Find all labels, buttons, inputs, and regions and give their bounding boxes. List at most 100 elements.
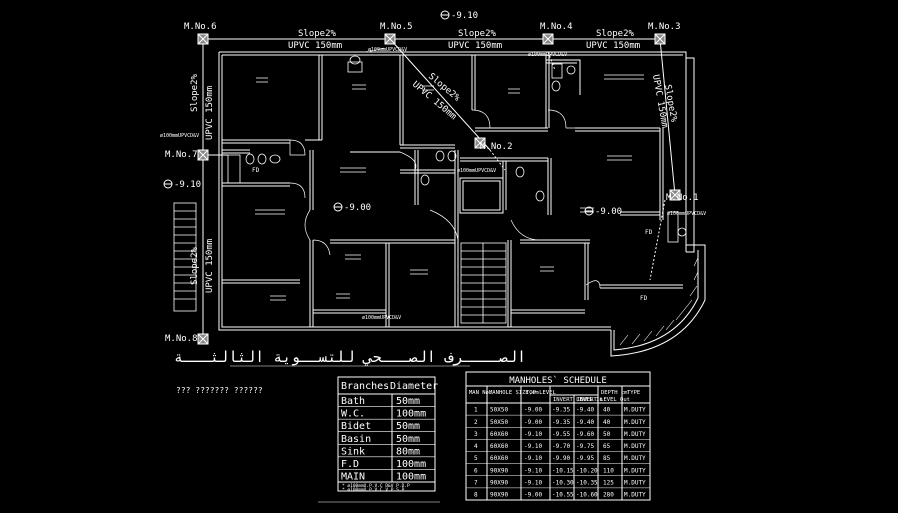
interior-wall <box>620 211 660 216</box>
table-cell-diameter: 50mm <box>396 396 420 407</box>
bidet <box>447 150 457 162</box>
table-note: * ø100mmU.P.V.C D&V P.D.P <box>342 483 410 489</box>
shower <box>347 61 363 73</box>
interior-wall <box>222 139 322 144</box>
external-steps <box>173 202 197 312</box>
schedule-cell: -9.40 <box>576 407 594 414</box>
branches-table <box>337 376 436 492</box>
fd-label: FD <box>252 167 260 174</box>
schedule-header: MANHOLE SIZE,cm <box>489 390 539 396</box>
stack-label: ø100mmUPVCD&V <box>160 133 199 139</box>
outer-wall-left <box>218 52 611 331</box>
interior-wall <box>475 127 548 132</box>
table-cell-diameter: 100mm <box>396 472 426 483</box>
interior-wall <box>309 150 314 210</box>
schedule-cell: -10.30 <box>552 479 574 486</box>
toilet <box>566 65 576 75</box>
door-swing <box>399 151 417 171</box>
table-cell-branch: MAIN <box>341 472 365 483</box>
slope-label: Slope2% <box>190 73 200 112</box>
schedule-title: MANHOLES` SCHEDULE <box>509 375 607 386</box>
schedule-cell: -9.10 <box>524 431 542 438</box>
manhole-label: M.No.4 <box>540 22 573 32</box>
table-cell-diameter: 50mm <box>396 421 420 432</box>
schedule-cell: M.DUTY <box>624 467 646 474</box>
schedule-cell: 40 <box>603 419 611 426</box>
schedule-cell: -9.00 <box>524 407 542 414</box>
pipe-size-label: UPVC 150mm <box>448 41 502 51</box>
stack-label: ø100mmUPVCD&V <box>457 168 496 174</box>
balcony-hatch <box>619 257 699 346</box>
interior-wall <box>546 59 581 95</box>
level-value: -9.10 <box>451 11 478 21</box>
branches-notes: * ø100mmU.P.V.C D&V P.D.P * ø100mmU.P.V.… <box>342 483 410 493</box>
toilet <box>245 153 255 165</box>
stack-label: ø100mmUPVCD&V <box>368 47 407 53</box>
schedule-cell: 65 <box>603 443 611 450</box>
manhole-2 <box>474 137 486 149</box>
drawing-title: الصــــرف الصـــحي للتســوية الثالثـــة <box>174 348 526 367</box>
interior-wall <box>313 309 386 314</box>
schedule-cell: 40 <box>603 407 611 414</box>
level-value: -9.10 <box>174 180 201 190</box>
branches-table-text: Branches Diameter <box>341 381 438 392</box>
schedule-cell: M.DUTY <box>624 492 646 499</box>
schedule-cell: 90X90 <box>490 479 508 486</box>
pipe-size-label: UPVC 150mm <box>205 239 215 293</box>
schedule-cell: 60X60 <box>490 431 508 438</box>
schedule-cell: 6 <box>474 467 478 474</box>
interior-wall <box>399 55 404 145</box>
interior-wall <box>659 128 664 220</box>
outer-wall <box>219 51 687 252</box>
staircase <box>460 242 507 324</box>
table-cell-diameter: 50mm <box>396 434 420 445</box>
schedule-cell: -9.55 <box>552 431 570 438</box>
stack-labels: ø100mmUPVCD&V ø100mmUPVCD&V ø100mmUPVCD&… <box>160 47 706 321</box>
schedule-cell: 50X50 <box>490 407 508 414</box>
interior-wall <box>414 150 419 205</box>
schedule-cell: -9.75 <box>576 443 594 450</box>
manhole-6 <box>197 33 209 45</box>
interior-wall <box>330 239 455 244</box>
door-swing <box>304 209 311 241</box>
kitchen-sink <box>667 211 679 243</box>
schedule-cell: -9.10 <box>524 479 542 486</box>
table-cell-diameter: 100mm <box>396 409 426 420</box>
schedule-header: MAN No. <box>469 390 492 396</box>
interior-wall <box>222 279 300 284</box>
door-swing <box>510 219 541 241</box>
manhole-label: M.No.5 <box>380 22 413 32</box>
schedule-cell: -9.10 <box>524 455 542 462</box>
manhole-3 <box>654 33 666 45</box>
interior-wall <box>584 243 589 300</box>
branch-pipe <box>365 47 386 53</box>
table-cell-branch: Basin <box>341 434 371 445</box>
schedule-cell: -10.20 <box>576 467 598 474</box>
branch-pipe <box>659 38 676 196</box>
schedule-cell: 90X90 <box>490 492 508 499</box>
schedule-cell: 85 <box>603 455 611 462</box>
manhole-labels: M.No.6 M.No.5 M.No.4 M.No.3 M.No.7 M.No.… <box>165 22 699 344</box>
curved-balcony <box>610 244 706 357</box>
manhole-5 <box>384 33 396 45</box>
schedule-cell: 60X60 <box>490 455 508 462</box>
fd-label: FD <box>645 229 653 236</box>
bidet <box>257 153 267 165</box>
bathroom-fixtures <box>227 55 687 243</box>
slope-label: Slope2% <box>298 29 337 39</box>
level-value: -9.00 <box>344 203 371 213</box>
floor-plan <box>173 51 706 357</box>
manhole-7 <box>197 149 209 161</box>
toilet <box>435 150 445 162</box>
schedule-cell: -9.95 <box>576 455 594 462</box>
interior-wall <box>222 182 290 187</box>
interior-wall <box>511 309 585 314</box>
branch-pipe <box>547 51 556 71</box>
toilet <box>515 166 525 178</box>
bathtub <box>227 154 241 184</box>
schedule-cell: -9.00 <box>524 492 542 499</box>
schedule-header: TOP LEVEL <box>526 390 556 396</box>
schedule-cell: -9.90 <box>552 455 570 462</box>
